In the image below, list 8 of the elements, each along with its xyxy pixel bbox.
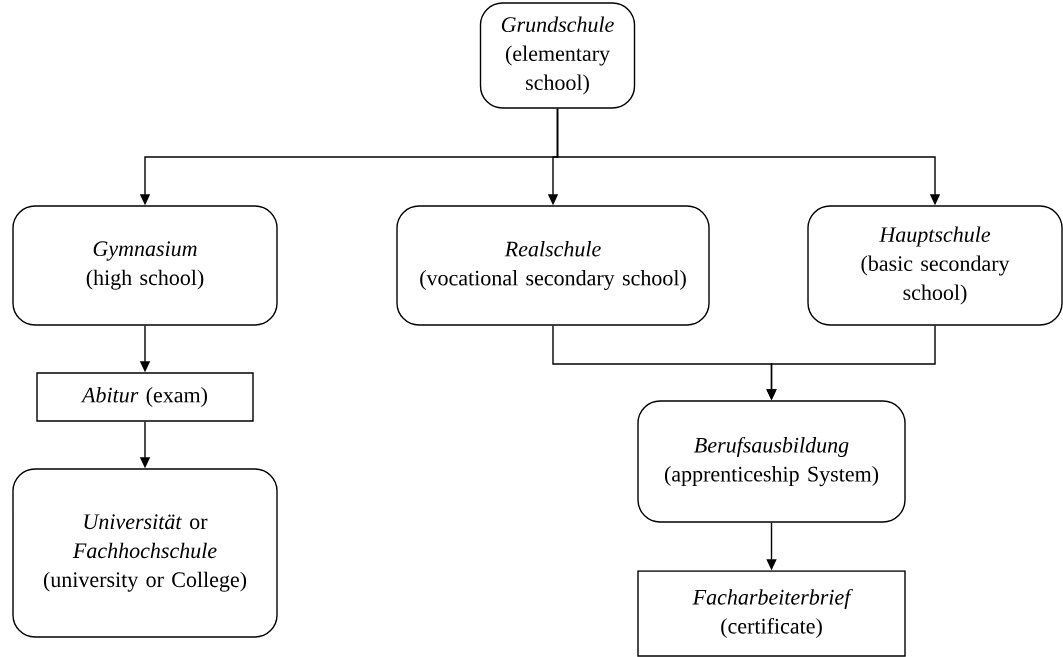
result-box: Facharbeiterbrief (certificate): [637, 570, 906, 657]
result-box: Abitur (exam): [36, 372, 254, 422]
school-box: Gymnasium (high school): [12, 205, 278, 326]
school-box: Hauptschule (basic secondary school): [807, 205, 1063, 326]
school-box: Realschule (vocational secondary school): [396, 205, 710, 326]
school-box: Grundschule (elementary school): [479, 2, 636, 109]
school-box: Universität or Fachhochschule (university or College): [12, 468, 278, 638]
school-box: Berufsausbildung (apprenticeship System): [637, 400, 906, 523]
